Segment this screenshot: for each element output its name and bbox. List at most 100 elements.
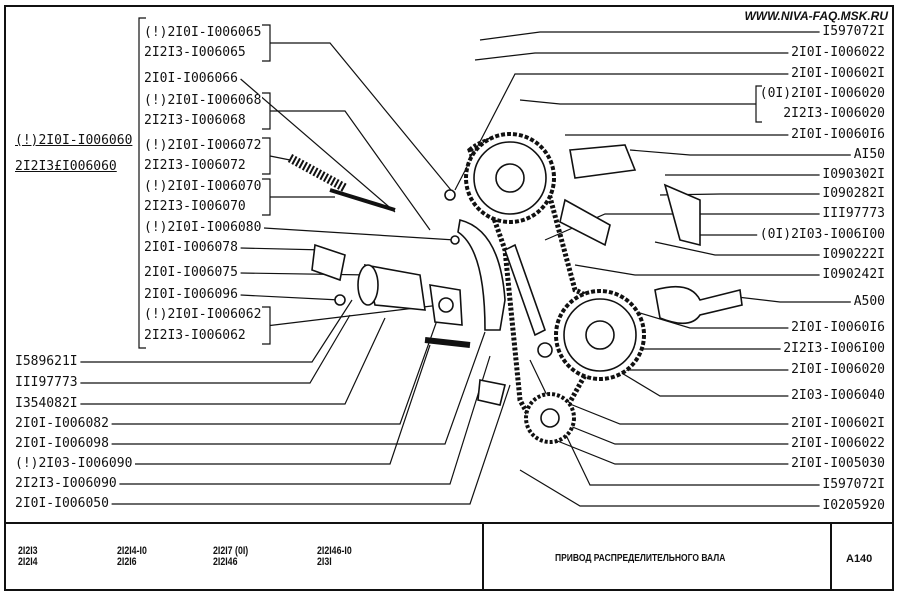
- spring: [287, 154, 348, 192]
- bolt: [424, 337, 471, 348]
- leader-line: [240, 272, 371, 276]
- part-number-label: (!)2I0I-I006062: [143, 307, 263, 322]
- damper: [504, 243, 546, 337]
- part-number-label: I589621I: [14, 354, 79, 369]
- part-number-label: (!)2I0I-I006072: [143, 138, 263, 153]
- leader-line: [135, 344, 431, 465]
- part-number-label: 2I0I-I006078: [143, 240, 239, 255]
- leader-line: [80, 299, 353, 363]
- part-number-label: 2I0I-I006022: [790, 45, 886, 60]
- tensioner-shoe: [457, 219, 506, 331]
- part-number-label: 2I0I-I005030: [790, 456, 886, 471]
- part-number-label: (0I)2I0I-I006020: [758, 86, 886, 101]
- part-number-label: 2I0I-I006096: [143, 287, 239, 302]
- model-list-3: 2I2I7 (0I)2I2I46: [213, 545, 249, 568]
- part-number-label: 2I0I-I006066: [143, 71, 239, 86]
- leader-line: [544, 213, 820, 241]
- leader-line: [80, 317, 386, 405]
- part-number-label: 2I0I-I006075: [143, 265, 239, 280]
- leader-line: [629, 309, 789, 329]
- part-number-label: (!)2I0I-I006068: [143, 93, 263, 108]
- part-number-label: 2I2I3-I006072: [143, 158, 247, 173]
- leader-line: [240, 247, 326, 251]
- part-number-label: 2I0I-I00602I: [790, 416, 886, 431]
- part-number-label: 2I2I3-I006068: [143, 113, 247, 128]
- part-number-label: I090282I: [821, 186, 886, 201]
- camshaft-sprocket-upper: [464, 132, 556, 224]
- leader-line: [111, 311, 441, 425]
- sensor: [477, 379, 506, 406]
- part-number-label: 2I03-I006040: [790, 388, 886, 403]
- drawing-code: A140: [846, 553, 873, 565]
- part-number-label: 2I2I3£I006060: [14, 159, 118, 174]
- part-number-label: 2I0I-I006082: [14, 416, 110, 431]
- leader-line: [270, 42, 456, 196]
- leader-line: [454, 73, 789, 191]
- part-number-label: (!)2I0I-I006060: [14, 133, 134, 148]
- part-number-label: A500: [852, 294, 886, 309]
- drawing-title: ПРИВОД РАСПРЕДЕЛИТЕЛЬНОГО ВАЛА: [555, 553, 726, 564]
- camshaft-sprocket-lower: [554, 289, 646, 381]
- part-number-label: I090242I: [821, 267, 886, 282]
- part-number-label: I597072I: [821, 24, 886, 39]
- leader-line: [479, 31, 820, 41]
- part-number-label: I354082I: [14, 396, 79, 411]
- part-number-label: I090302I: [821, 167, 886, 182]
- website-watermark: WWW.NIVA-FAQ.MSK.RU: [744, 9, 888, 23]
- part-number-label: III97773: [14, 375, 79, 390]
- part-number-label: 2I2I3-I006020: [782, 106, 886, 121]
- part-number-label: AI50: [852, 147, 886, 162]
- part-number-label: 2I0I-I0060I6: [790, 320, 886, 335]
- leader-line: [262, 24, 271, 62]
- leader-line: [269, 155, 291, 161]
- idler-bracket: [569, 144, 637, 179]
- part-number-label: (0I)2I03-I006I00: [758, 227, 886, 242]
- leader-line: [240, 78, 396, 213]
- leader-line: [559, 399, 789, 425]
- part-number-label: 2I2I3-I006090: [14, 476, 118, 491]
- part-number-label: 2I2I3-I006I00: [782, 341, 886, 356]
- tensioner-plunger: [311, 243, 346, 282]
- part-number-label: (!)2I0I-I006080: [143, 220, 263, 235]
- crankshaft-sprocket: [524, 392, 576, 444]
- leader-line: [138, 17, 146, 349]
- part-number-label: 2I0I-I006098: [14, 436, 110, 451]
- bracket-right: [663, 183, 701, 247]
- leader-line: [262, 178, 271, 216]
- part-number-label: I597072I: [821, 477, 886, 492]
- leader-line: [554, 419, 789, 445]
- leader-line: [629, 149, 851, 156]
- part-number-label: I0205920: [821, 498, 886, 513]
- part-number-label: 2I0I-I006022: [790, 436, 886, 451]
- part-number-label: III97773: [821, 206, 886, 221]
- frame-border: [4, 5, 894, 591]
- part-number-label: (!)2I0I-I006065: [143, 25, 263, 40]
- part-number-label: 2I0I-I006050: [14, 496, 110, 511]
- part-number-label: 2I2I3-I006070: [143, 199, 247, 214]
- leader-line: [119, 355, 491, 485]
- pump-drive: [654, 285, 743, 325]
- part-number-label: 2I0I-I00602I: [790, 66, 886, 81]
- leader-line: [262, 137, 271, 175]
- leader-line: [519, 469, 820, 507]
- part-number-label: (!)2I0I-I006070: [143, 179, 263, 194]
- leader-line: [80, 314, 351, 384]
- leader-line: [262, 306, 271, 345]
- leader-line: [519, 99, 756, 105]
- leader-line: [111, 331, 486, 445]
- part-number-label: 2I0I-I006020: [790, 362, 886, 377]
- leader-line: [111, 384, 511, 505]
- leader-line: [474, 52, 789, 61]
- part-number-label: (!)2I03-I006090: [14, 456, 134, 471]
- leader-line: [270, 110, 431, 231]
- plate: [559, 198, 611, 247]
- leader-line: [263, 227, 456, 241]
- leader-line: [574, 264, 820, 276]
- part-number-label: 2I2I3-I006065: [143, 45, 247, 60]
- part-number-label: 2I0I-I0060I6: [790, 127, 886, 142]
- part-number-label: I090222I: [821, 247, 886, 262]
- leader-line: [554, 439, 789, 465]
